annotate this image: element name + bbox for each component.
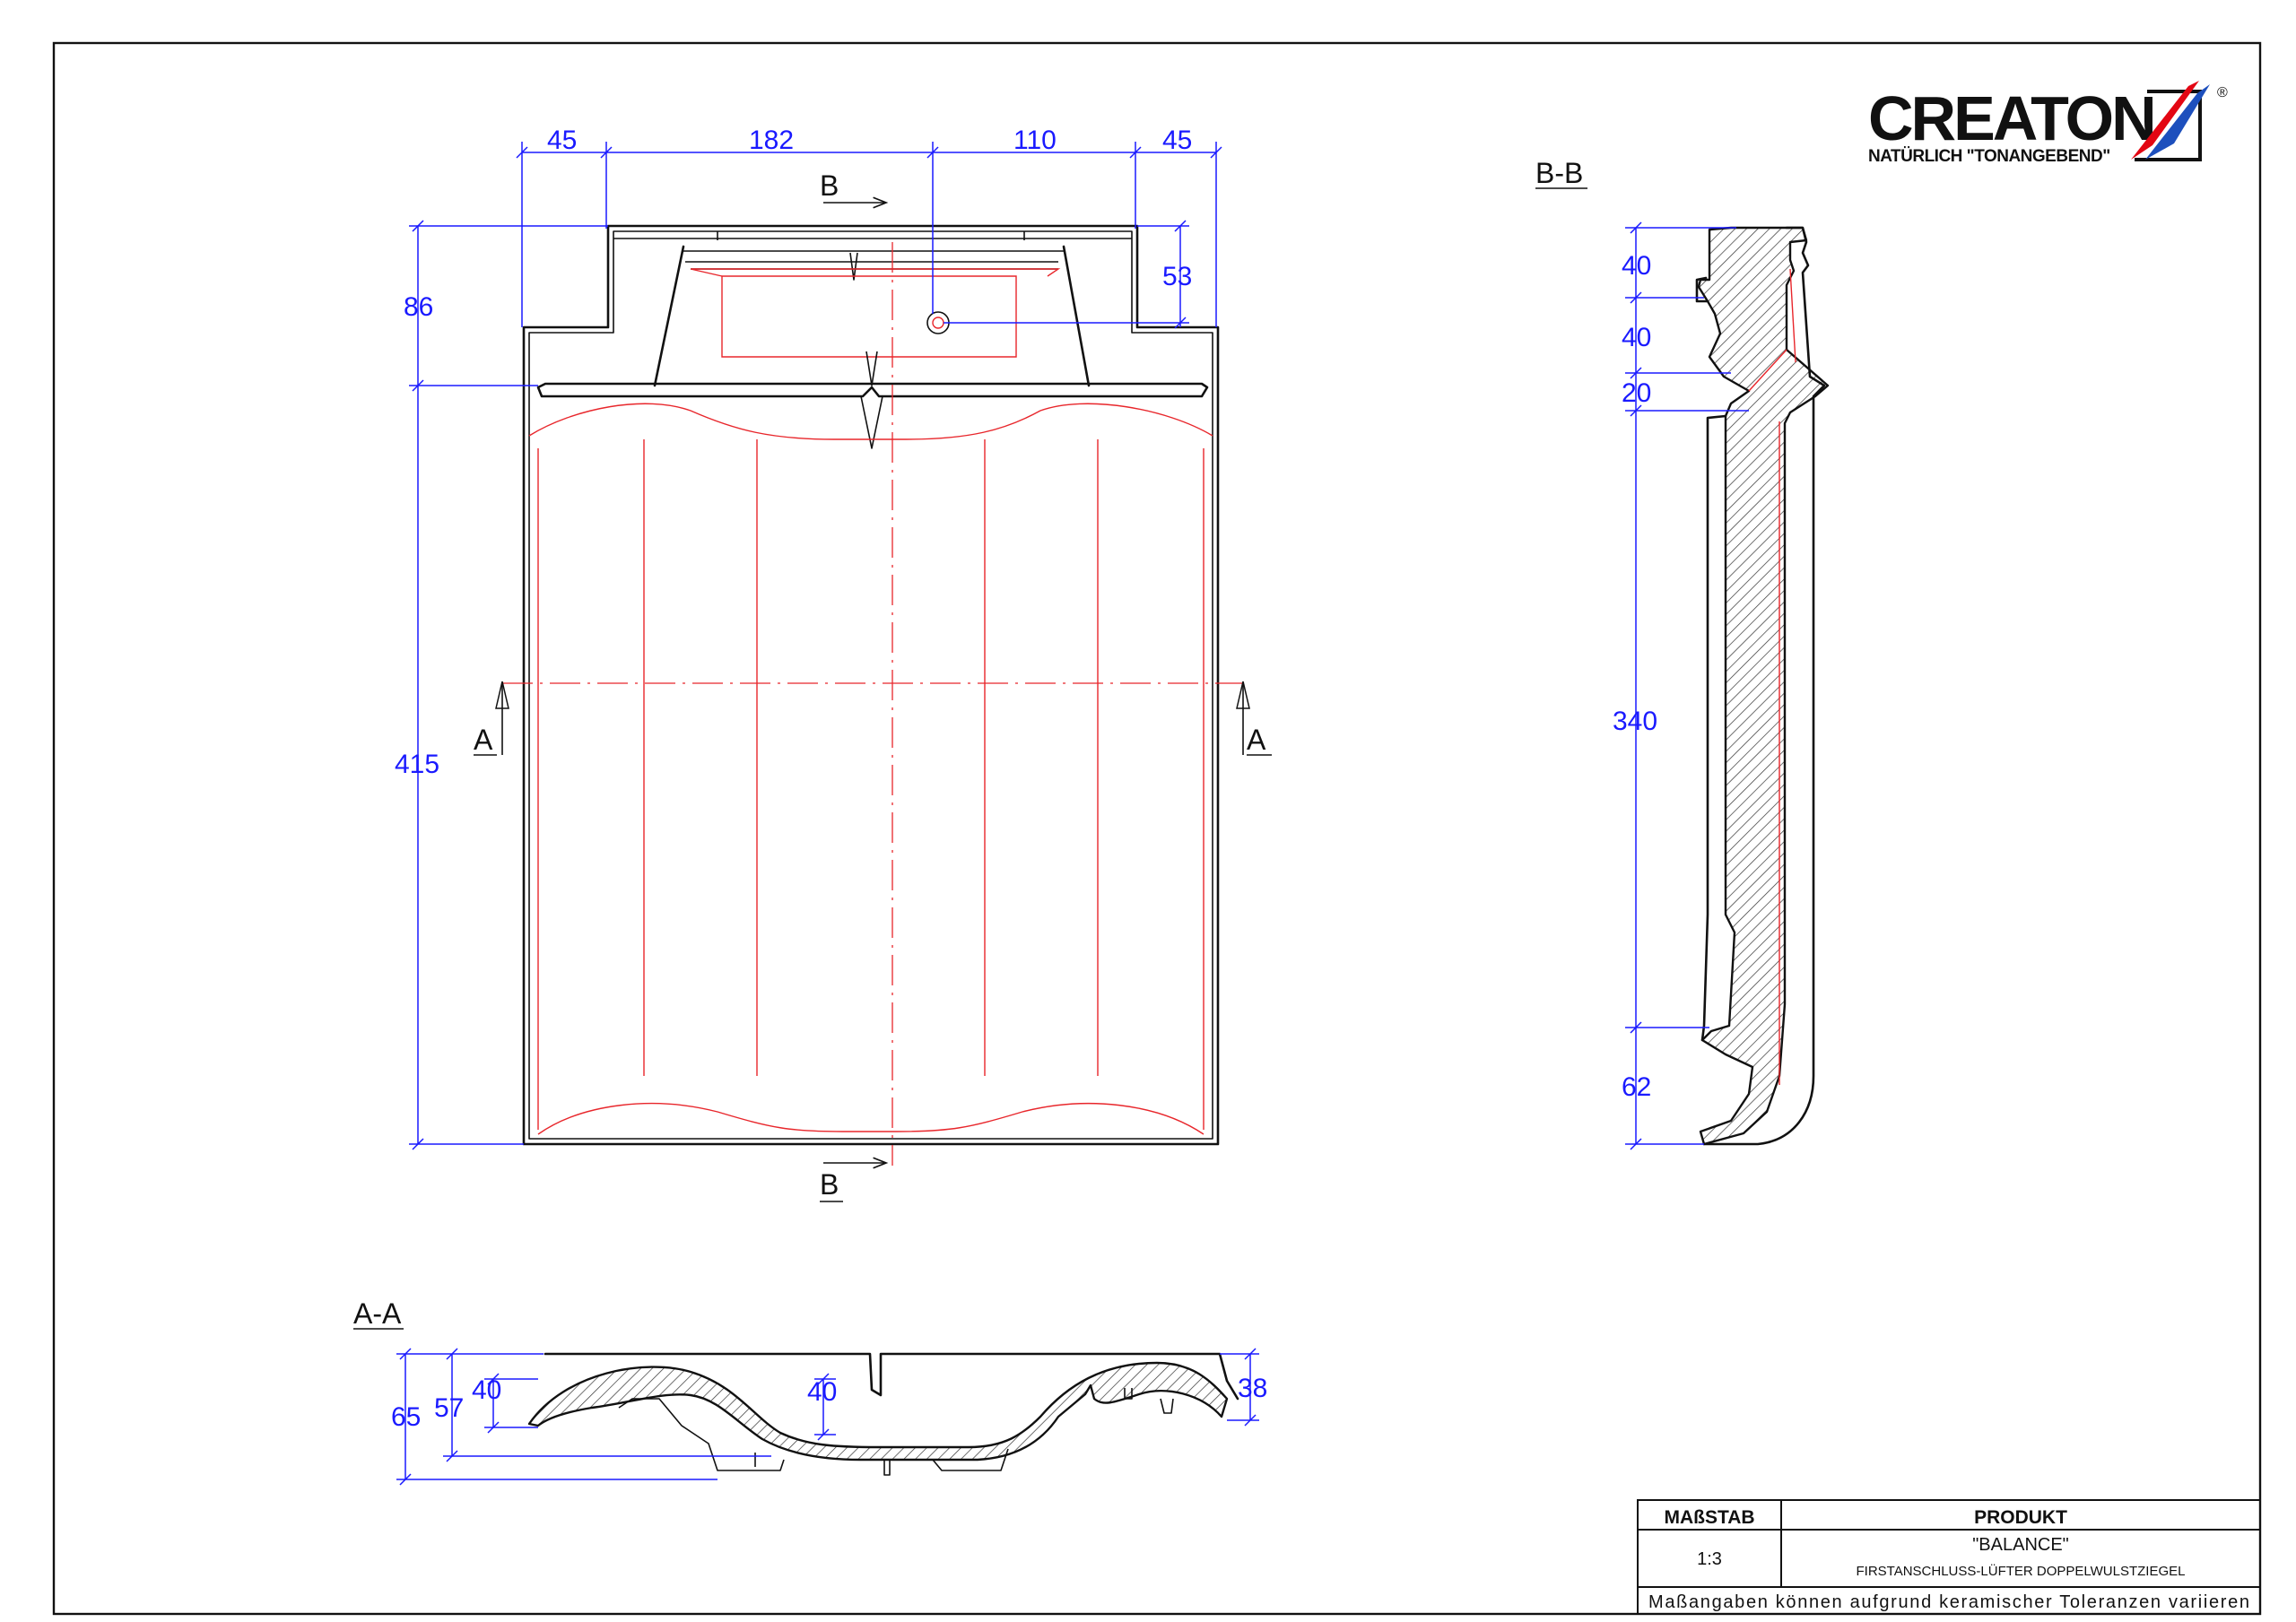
dim-aa-40-center: 40 [807, 1377, 837, 1407]
scale-header: MAßSTAB [1664, 1507, 1754, 1528]
dim-top-45-right: 45 [1162, 126, 1192, 155]
section-mark-a-left: A [474, 724, 493, 756]
section-mark-b-bottom: B [820, 1168, 839, 1201]
dim-right-53: 53 [1162, 262, 1192, 291]
section-mark-a-right: A [1247, 724, 1266, 756]
section-mark-b-top: B [820, 169, 839, 202]
dim-aa-57: 57 [434, 1393, 464, 1423]
product-header: PRODUKT [1974, 1507, 2067, 1528]
creaton-logo: CREATON NATÜRLICH "TONANGEBEND" ® [1868, 81, 2228, 166]
section-aa-profile [527, 1361, 1229, 1462]
dim-aa-65: 65 [391, 1402, 421, 1432]
section-bb-profile [1697, 226, 1830, 1146]
product-name: "BALANCE" [1972, 1535, 2069, 1555]
dim-bb-40-mid: 40 [1622, 323, 1651, 352]
top-view: A A B B 45 182 110 45 86 415 53 [395, 126, 1272, 1202]
dim-bb-340: 340 [1613, 707, 1657, 736]
dim-aa-40-left: 40 [472, 1375, 501, 1405]
logo-swoosh-icon [2131, 81, 2210, 161]
section-aa: A-A 65 57 40 40 38 [353, 1297, 1267, 1486]
dim-top-182: 182 [749, 126, 794, 155]
section-bb: B-B 40 40 20 340 62 [1535, 157, 1830, 1150]
dim-aa-38: 38 [1238, 1374, 1267, 1403]
title-block: MAßSTAB 1:3 PRODUKT "BALANCE" FIRSTANSCH… [1637, 1499, 2261, 1615]
dim-bb-62: 62 [1622, 1072, 1651, 1102]
dim-bb-20: 20 [1622, 378, 1651, 408]
dim-bb-40-top: 40 [1622, 251, 1651, 281]
logo-slogan: NATÜRLICH "TONANGEBEND" [1868, 147, 2110, 166]
scale-value: 1:3 [1697, 1549, 1722, 1569]
section-bb-label: B-B [1535, 157, 1583, 189]
dim-top-110: 110 [1013, 126, 1057, 155]
tile-outline [522, 224, 1220, 1146]
dim-top-45-left: 45 [547, 126, 577, 155]
dim-left-86: 86 [404, 292, 433, 322]
logo-wordmark: CREATON [1868, 83, 2154, 153]
product-description: FIRSTANSCHLUSS-LÜFTER DOPPELWULSTZIEGEL [1856, 1563, 2185, 1579]
section-aa-label: A-A [353, 1297, 402, 1330]
registered-mark: ® [2217, 85, 2228, 100]
drawing-frame [52, 41, 2262, 1616]
dim-left-415: 415 [395, 750, 439, 779]
tolerance-note: Maßangaben können aufgrund keramischer T… [1648, 1592, 2249, 1612]
